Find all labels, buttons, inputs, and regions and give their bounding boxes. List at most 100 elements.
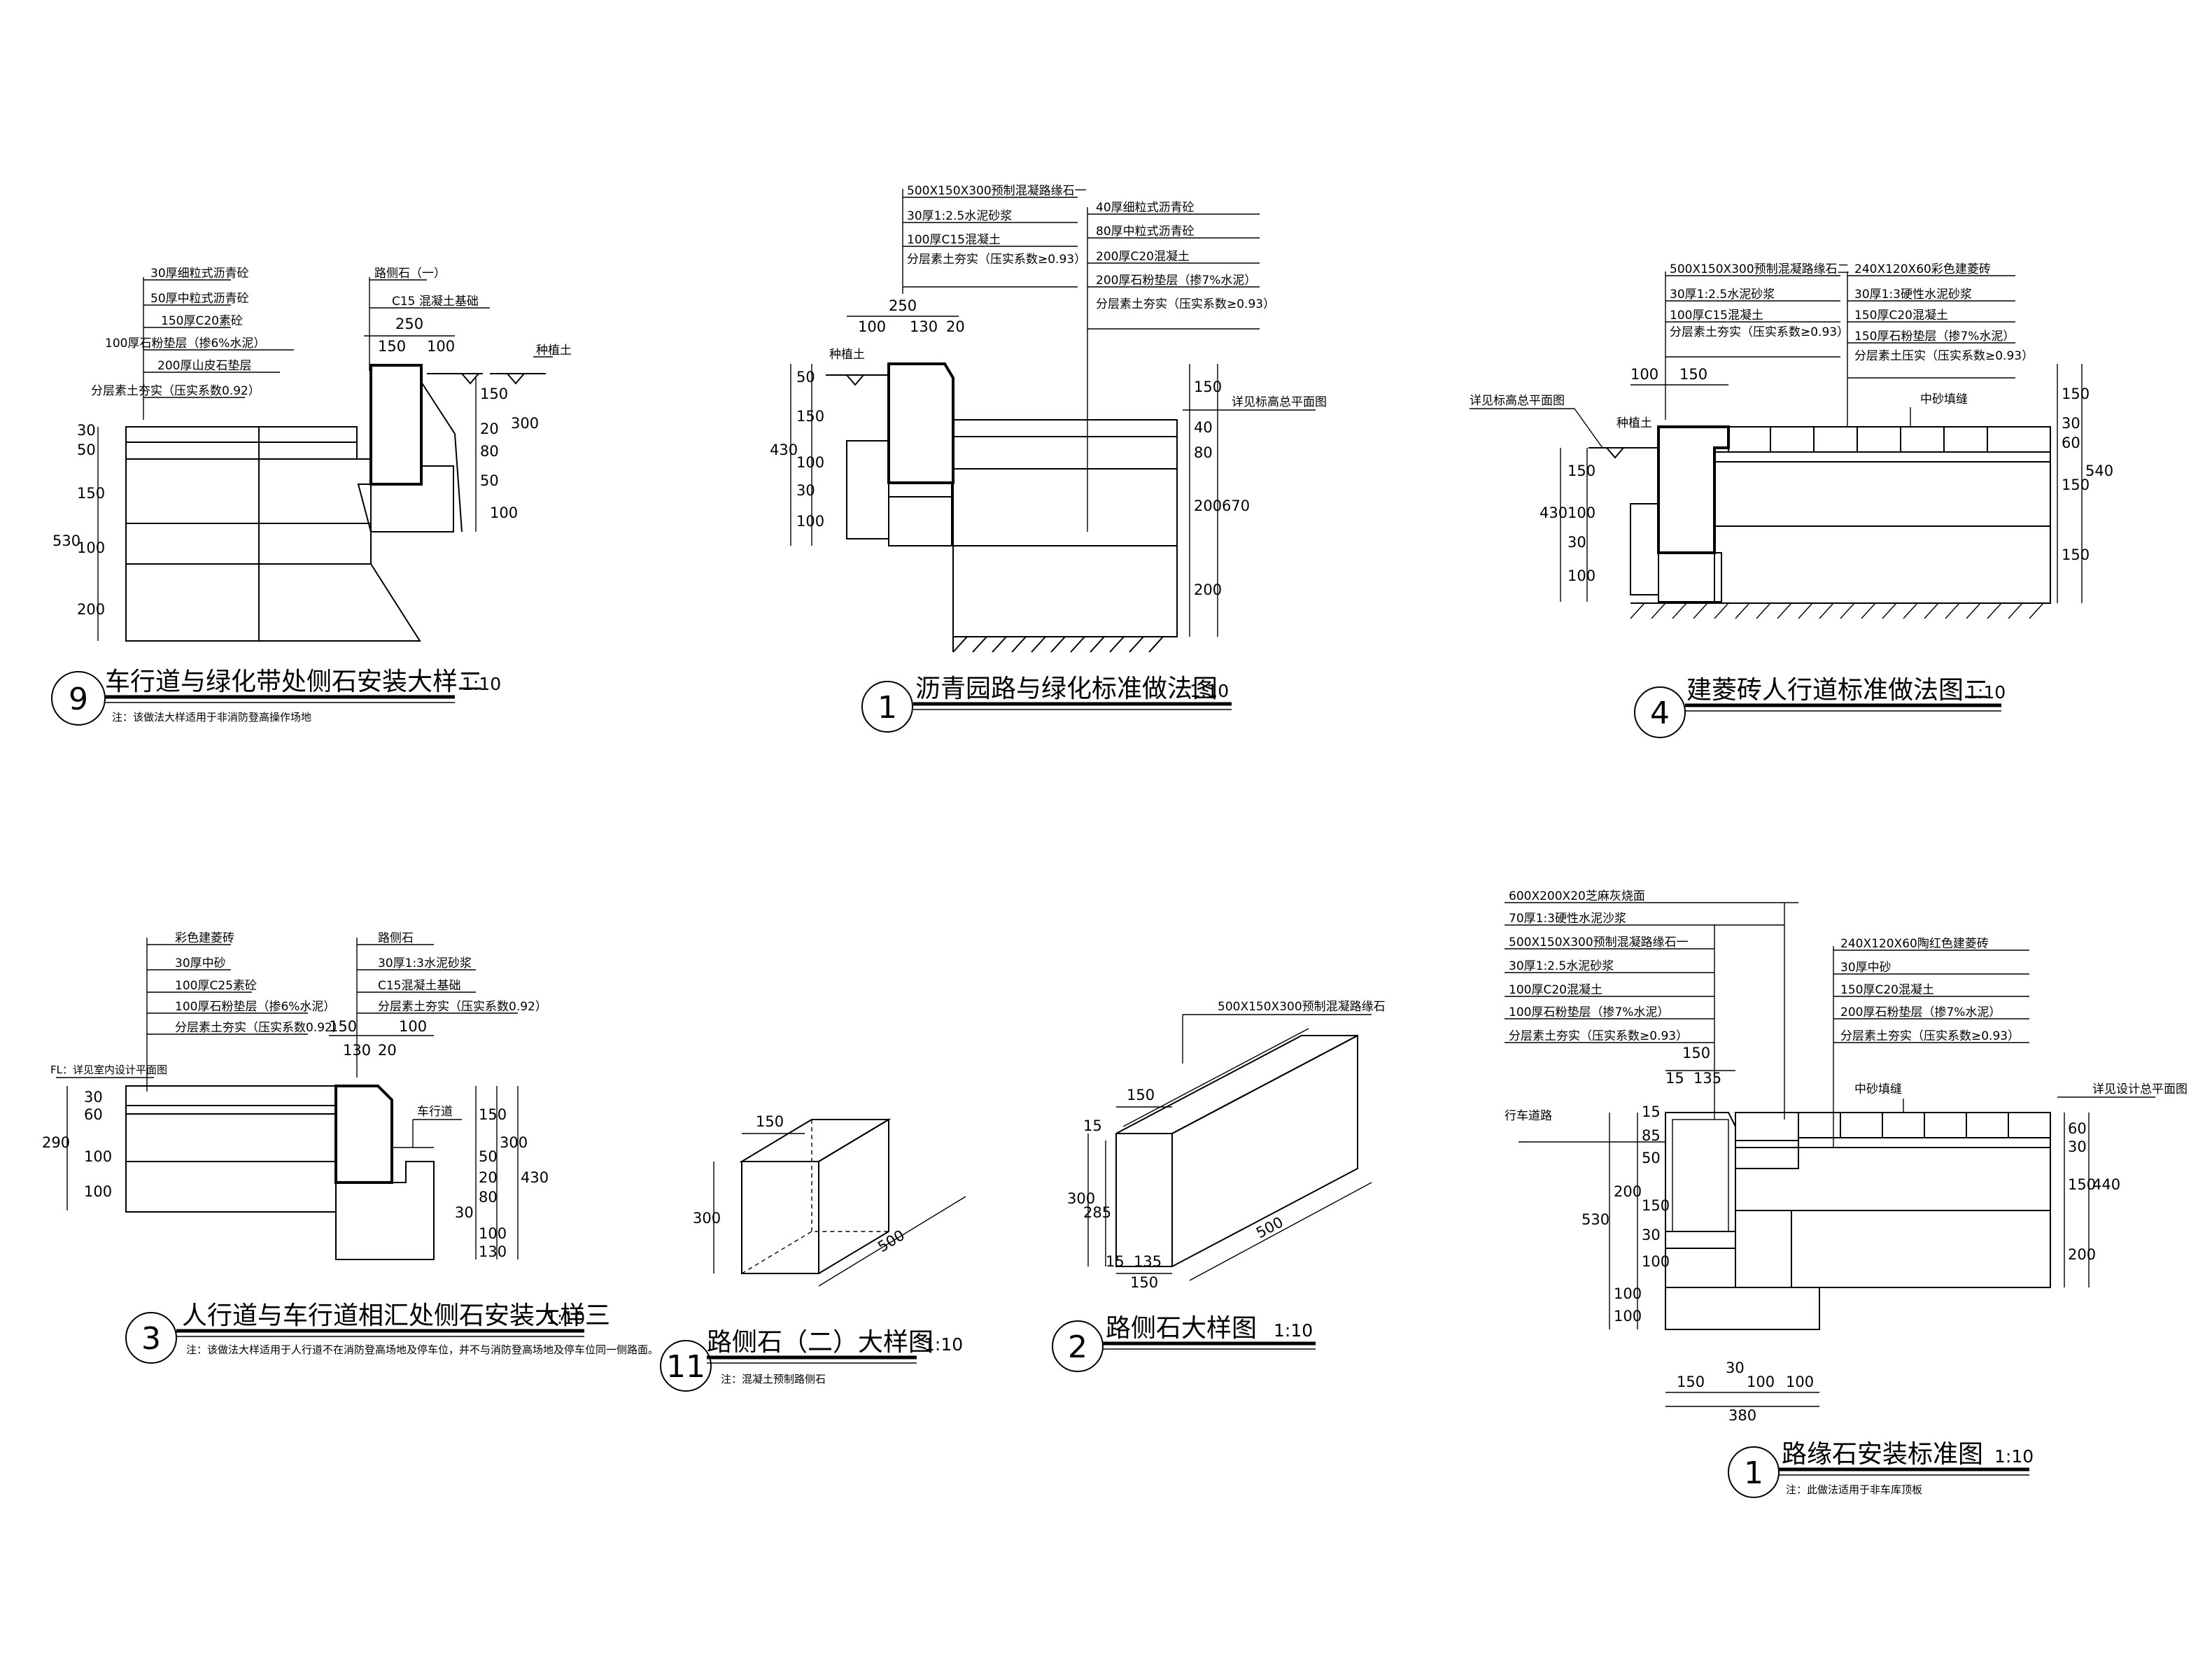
svg-text:4: 4	[1650, 696, 1670, 731]
svg-text:100: 100	[1642, 1253, 1670, 1270]
svg-text:100: 100	[1568, 504, 1595, 521]
svg-text:530: 530	[1581, 1211, 1609, 1228]
svg-text:15: 15	[1083, 1117, 1102, 1134]
svg-text:20: 20	[378, 1042, 397, 1059]
svg-text:30: 30	[1642, 1227, 1661, 1243]
svg-text:50: 50	[1642, 1150, 1661, 1166]
layer-label: 100厚石粉垫层（掺6%水泥）	[105, 337, 294, 351]
svg-text:50: 50	[796, 369, 815, 386]
svg-text:1:10: 1:10	[1274, 1320, 1313, 1341]
layer-label: 分层素土夯实（压实系数0.92）	[91, 384, 260, 398]
svg-text:150: 150	[1130, 1274, 1158, 1291]
svg-text:500X150X300预制混凝路缘石一: 500X150X300预制混凝路缘石一	[1509, 936, 1689, 950]
svg-text:注：此做法适用于非车库顶板: 注：此做法适用于非车库顶板	[1786, 1483, 1922, 1496]
layer-label: 70厚1:3硬性水泥沙浆	[1505, 912, 1784, 926]
svg-text:430: 430	[1540, 504, 1568, 521]
layer-labels-left: 彩色建菱砖 30厚中砂 100厚C25素砼 100厚石粉垫层（掺6%水泥） 分层…	[146, 931, 344, 1092]
layer-labels-left: 30厚细粒式沥青砼 50厚中粒式沥青砼 150厚C20素砼 100厚石粉垫层（掺…	[91, 267, 294, 420]
svg-text:15: 15	[1665, 1070, 1684, 1087]
layer-label: 500X150X300预制混凝路缘石一	[1505, 936, 1714, 950]
svg-text:1:10: 1:10	[1994, 1446, 2034, 1467]
svg-text:分层素土夯实（压实系数0.92）: 分层素土夯实（压实系数0.92）	[175, 1021, 344, 1035]
detail-9: 30厚细粒式沥青砼 50厚中粒式沥青砼 150厚C20素砼 100厚石粉垫层（掺…	[51, 267, 572, 726]
curb-stone-isometric	[739, 1118, 892, 1274]
svg-text:分层素土压实（压实系数≥0.93）: 分层素土压实（压实系数≥0.93）	[1854, 349, 2034, 363]
svg-text:人行道与车行道相汇处侧石安装大样三: 人行道与车行道相汇处侧石安装大样三	[182, 1301, 610, 1330]
svg-text:种植土: 种植土	[536, 344, 572, 358]
svg-text:C15混凝土基础: C15混凝土基础	[378, 979, 461, 993]
layer-labels-left: 600X200X20芝麻灰烧面 70厚1:3硬性水泥沙浆 500X150X300…	[1505, 889, 1798, 1120]
svg-text:30: 30	[455, 1204, 474, 1221]
svg-text:150: 150	[1679, 366, 1707, 383]
detail-number-bubble	[660, 1340, 712, 1392]
svg-text:300: 300	[693, 1210, 721, 1227]
layer-label: 路侧石（一）	[369, 267, 446, 281]
detail-title-block: 11 路侧石（二）大样图 1:10 注：混凝土预制路侧石	[660, 1328, 963, 1392]
svg-text:150厚C20混凝土: 150厚C20混凝土	[1854, 309, 1948, 323]
svg-text:30: 30	[1568, 534, 1586, 551]
dimensions: 150 15 300 285 15 135 150 500	[1067, 1087, 1372, 1291]
svg-text:150: 150	[1642, 1197, 1670, 1214]
svg-text:50厚中粒式沥青砼: 50厚中粒式沥青砼	[150, 292, 249, 306]
svg-text:20: 20	[946, 318, 965, 335]
svg-text:1:10: 1:10	[462, 674, 501, 694]
svg-text:500X150X300预制混凝路缘石一: 500X150X300预制混凝路缘石一	[907, 184, 1087, 198]
dimensions: 150 430 100 30 100 150 30 60 150 540 150…	[1540, 364, 2113, 603]
svg-text:详见标高总平面图: 详见标高总平面图	[1232, 395, 1327, 409]
svg-text:100厚C15混凝土: 100厚C15混凝土	[907, 233, 1001, 247]
svg-text:1:10: 1:10	[924, 1334, 963, 1355]
svg-text:30厚1:2.5水泥砂浆: 30厚1:2.5水泥砂浆	[1670, 288, 1775, 302]
dimensions: 150 300 500	[693, 1113, 966, 1287]
section-drawing: 种植土 详见标高总平面图 中砂填缝	[1470, 393, 2051, 619]
svg-text:9: 9	[69, 682, 88, 717]
svg-text:200: 200	[1614, 1183, 1642, 1200]
svg-text:100: 100	[399, 1018, 427, 1035]
svg-text:150: 150	[329, 1018, 357, 1035]
svg-text:300: 300	[511, 415, 539, 432]
svg-text:150: 150	[2062, 546, 2090, 563]
svg-text:注：混凝土预制路侧石: 注：混凝土预制路侧石	[721, 1373, 826, 1385]
svg-text:C15 混凝土基础: C15 混凝土基础	[392, 295, 479, 309]
svg-text:100: 100	[1568, 567, 1595, 584]
layer-label: 50厚中粒式沥青砼	[143, 292, 249, 306]
dimensions: 30 50 150 530 100 200 150 300 20 80 50 1…	[52, 316, 539, 641]
layer-label: 200厚山皮石垫层	[143, 359, 280, 373]
svg-text:80: 80	[480, 443, 499, 460]
section-drawing: 行车道路 详见设计总平面图 中砂填缝	[1505, 1082, 2188, 1330]
svg-text:50: 50	[480, 472, 499, 489]
svg-text:240X120X60陶红色建菱砖: 240X120X60陶红色建菱砖	[1840, 937, 1989, 951]
svg-text:30厚1:3硬性水泥砂浆: 30厚1:3硬性水泥砂浆	[1854, 288, 1972, 302]
layer-labels-right: 40厚细粒式沥青砼 80厚中粒式沥青砼 200厚C20混凝土 200厚石粉垫层（…	[1087, 201, 1275, 532]
svg-text:路侧石大样图: 路侧石大样图	[1106, 1314, 1257, 1343]
svg-text:380: 380	[1728, 1407, 1756, 1424]
svg-text:85: 85	[1642, 1127, 1661, 1144]
detail-title-block: 3 人行道与车行道相汇处侧石安装大样三 1:10 注：该做法大样适用于人行道不在…	[125, 1301, 658, 1364]
svg-text:100厚石粉垫层（掺6%水泥）: 100厚石粉垫层（掺6%水泥）	[175, 1000, 335, 1014]
svg-text:50: 50	[479, 1148, 498, 1165]
svg-text:30: 30	[2062, 415, 2080, 432]
svg-text:100: 100	[84, 1183, 112, 1200]
curb-stone-isometric	[1115, 1028, 1358, 1267]
svg-text:200: 200	[77, 601, 105, 618]
svg-text:80厚中粒式沥青砼: 80厚中粒式沥青砼	[1096, 225, 1195, 239]
layer-label: 100厚石粉垫层（掺7%水泥）	[1505, 1005, 1714, 1019]
layer-labels-right: 路侧石（一） C15 混凝土基础	[369, 267, 490, 371]
svg-text:100: 100	[858, 318, 886, 335]
svg-text:分层素土夯实（压实系数≥0.93）: 分层素土夯实（压实系数≥0.93）	[1096, 297, 1275, 311]
callout-label: 500X150X300预制混凝路缘石	[1182, 1000, 1386, 1064]
svg-text:150: 150	[378, 338, 406, 355]
svg-text:200: 200	[1194, 497, 1222, 514]
svg-text:240X120X60彩色建菱砖: 240X120X60彩色建菱砖	[1854, 262, 1991, 276]
svg-text:70厚1:3硬性水泥沙浆: 70厚1:3硬性水泥沙浆	[1509, 912, 1626, 926]
svg-text:30厚1:3水泥砂浆: 30厚1:3水泥砂浆	[378, 957, 472, 970]
svg-text:150: 150	[2062, 477, 2090, 493]
svg-text:中砂填缝: 中砂填缝	[1854, 1082, 1902, 1096]
svg-text:100: 100	[84, 1148, 112, 1165]
svg-text:1: 1	[1744, 1455, 1763, 1491]
svg-text:40厚细粒式沥青砼: 40厚细粒式沥青砼	[1096, 201, 1195, 215]
svg-text:100厚C25素砼: 100厚C25素砼	[175, 979, 257, 993]
svg-text:种植土: 种植土	[829, 348, 865, 362]
layer-labels-right: 240X120X60陶红色建菱砖 30厚中砂 150厚C20混凝土 200厚石粉…	[1833, 937, 2029, 1148]
detail-2: 500X150X300预制混凝路缘石 150 15 300 285 15 135…	[1052, 1000, 1386, 1372]
svg-text:150: 150	[1127, 1087, 1155, 1103]
